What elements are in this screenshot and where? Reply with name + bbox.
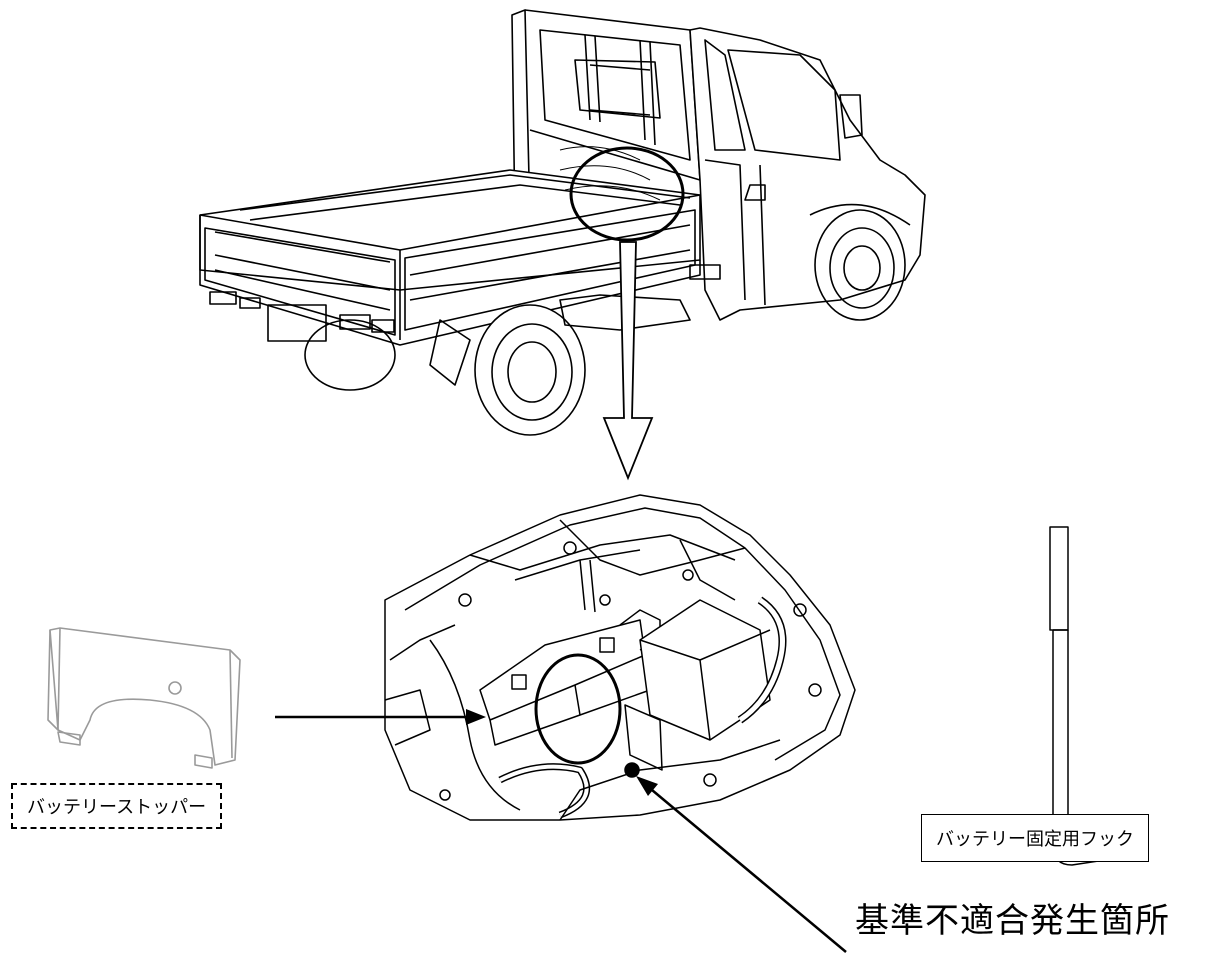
truck-illustration [199, 9, 926, 436]
defect-pointer-arrow [636, 776, 847, 953]
stopper-pointer-arrow [275, 709, 486, 725]
battery-stopper-illustration [47, 627, 241, 769]
battery-highlight-circle [534, 653, 622, 765]
battery-compartment-illustration [384, 494, 856, 821]
hook-label: バッテリー固定用フック [921, 814, 1149, 862]
stopper-label: バッテリーストッパー [11, 783, 223, 829]
truck-highlight-circle [569, 146, 685, 242]
down-arrow [602, 241, 654, 481]
defect-location-label: 基準不適合発生箇所 [855, 901, 1170, 941]
